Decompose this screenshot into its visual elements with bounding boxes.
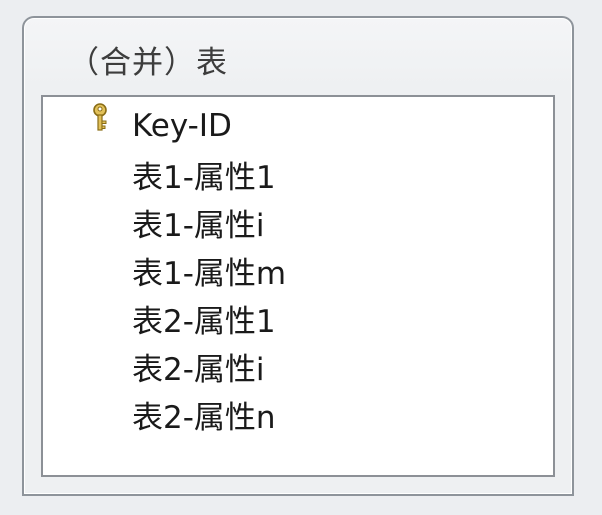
field-label: 表2-属性i bbox=[132, 351, 265, 388]
field-label: 表2-属性1 bbox=[132, 303, 276, 340]
field-label: 表1-属性m bbox=[132, 255, 287, 292]
field-row[interactable]: 表1-属性i bbox=[43, 198, 553, 246]
table-window[interactable]: （合并）表 Key-ID 表1-属性1 表1-属性i 表1-属性m bbox=[22, 16, 574, 496]
field-row[interactable]: 表2-属性1 bbox=[43, 294, 553, 342]
field-row[interactable]: 表2-属性n bbox=[43, 390, 553, 438]
field-list[interactable]: Key-ID 表1-属性1 表1-属性i 表1-属性m 表2-属性1 表2-属性… bbox=[41, 95, 555, 477]
field-row[interactable]: 表2-属性i bbox=[43, 342, 553, 390]
field-label: 表2-属性n bbox=[132, 399, 276, 436]
field-row-key-id[interactable]: Key-ID bbox=[43, 102, 553, 150]
primary-key-icon bbox=[89, 103, 113, 133]
field-label: 表1-属性i bbox=[132, 207, 265, 244]
field-row[interactable]: 表1-属性m bbox=[43, 246, 553, 294]
field-label: Key-ID bbox=[132, 108, 232, 144]
table-title: （合并）表 bbox=[68, 45, 228, 81]
field-row[interactable]: 表1-属性1 bbox=[43, 150, 553, 198]
field-label: 表1-属性1 bbox=[132, 159, 276, 196]
